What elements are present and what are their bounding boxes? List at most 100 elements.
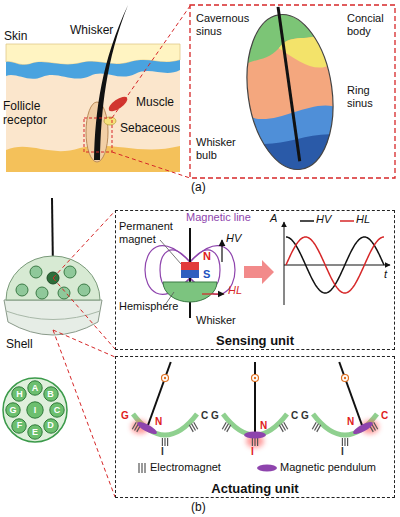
part-label: Shell: [6, 338, 33, 352]
coil-label: G: [121, 410, 129, 422]
coil-label: G: [301, 410, 309, 422]
position-letter: B: [47, 390, 54, 399]
symbol-label: Magnetic pendulum: [280, 461, 376, 474]
field-label: HV: [226, 232, 241, 245]
pole-label: N: [203, 250, 211, 263]
part-label: Muscle: [136, 96, 174, 110]
ring-sinus-region: [234, 7, 345, 178]
cross-section: [190, 1, 395, 178]
axis-label: t: [384, 268, 387, 281]
zoom-line: [112, 6, 190, 118]
magnet-south: [181, 270, 199, 278]
region-label: Concial body: [347, 12, 393, 37]
pole-label: N: [260, 420, 267, 432]
coil-line: [227, 425, 231, 432]
sensor-circle: [43, 418, 57, 432]
leader-line: [53, 330, 115, 357]
magnet-north: [181, 262, 199, 270]
whisker: [339, 362, 363, 428]
coil-line: [252, 438, 253, 446]
part-label: Permanent magnet: [119, 220, 181, 245]
magnetic-pendulum: [352, 420, 375, 437]
sensor-circle: [27, 402, 43, 418]
layout-inset: [3, 378, 67, 442]
position-letter: C: [54, 406, 61, 415]
region-label: Whisker bulb: [196, 136, 246, 161]
legend-text: HL: [356, 213, 370, 225]
legend-entry: HV: [316, 213, 331, 226]
sensor-position: E: [27, 424, 43, 440]
field-arrow: [202, 293, 224, 294]
whisker: [147, 362, 171, 428]
muscle: [106, 94, 129, 114]
electromagnet: [252, 438, 257, 446]
part-label: Whisker: [196, 314, 236, 327]
follicle-section: [233, 1, 345, 178]
transfer-arrow: [244, 260, 274, 284]
sensor-circle: [28, 425, 42, 439]
y-axis: [284, 222, 285, 305]
coil-symbol: [144, 463, 145, 473]
coil-line: [374, 422, 378, 429]
sensor-position: F: [11, 418, 27, 434]
coil-line: [347, 438, 348, 446]
magnetic-pendulum: [136, 420, 159, 437]
sensing-illustration: [145, 221, 390, 318]
pendulum-symbol: [257, 465, 277, 472]
sensor-circle: [50, 403, 64, 417]
electromagnet: [162, 438, 167, 446]
electromagnet: [342, 438, 347, 446]
panel-label: (b): [191, 501, 206, 515]
whisker-shaft: [278, 7, 300, 161]
sensor-position: G: [5, 402, 21, 418]
sensor-position: H: [11, 386, 27, 402]
unit-title: Actuating unit: [211, 482, 298, 495]
position-letter: A: [32, 384, 39, 393]
region-label: Ring sinus: [347, 84, 387, 109]
sensor-cell: [16, 284, 28, 296]
pole-label: N: [347, 416, 354, 428]
position-letter: D: [47, 421, 54, 430]
coil-label: I: [251, 446, 254, 458]
coil-line: [162, 438, 163, 446]
electromagnet: [279, 422, 288, 432]
legend-sample-line: [300, 220, 314, 222]
sensor-circle: [6, 403, 20, 417]
coil-symbol: [141, 463, 142, 473]
zoom-frame: [190, 5, 395, 178]
sensor-position: D: [43, 418, 59, 434]
pendulum-unit: [222, 362, 288, 448]
sensor-device: [3, 198, 115, 497]
hl-wave: [286, 237, 384, 293]
detail-frame: [84, 118, 112, 152]
coil-line: [167, 438, 168, 446]
sensor-circle: [12, 418, 26, 432]
skin-illustration: [6, 5, 190, 178]
coil-symbol: [138, 463, 139, 473]
actuating-unit-box: Actuating unit: [115, 356, 395, 498]
sensor-cell: [78, 284, 90, 296]
sensor-cell: [58, 287, 70, 299]
pole-label: N: [155, 416, 162, 428]
region-label: Cavernous sinus: [196, 12, 260, 37]
sensor-position: A: [27, 380, 43, 396]
panel-label: (a): [191, 181, 206, 195]
section-regions: [234, 7, 345, 178]
pole-label: S: [203, 268, 210, 281]
coil-label: I: [341, 446, 344, 458]
magnetic-pendulum: [244, 432, 266, 439]
zoom-line: [112, 152, 190, 178]
coil-line: [194, 422, 198, 429]
leader-line: [53, 278, 115, 349]
pendulum-unit: [312, 362, 379, 446]
sensor-cell: [36, 287, 48, 299]
sensing-unit-box: Sensing unit: [115, 210, 395, 350]
coil-label: G: [211, 410, 219, 422]
leader-line: [160, 240, 181, 264]
x-axis: [284, 265, 390, 266]
coil-label: C: [381, 410, 388, 422]
